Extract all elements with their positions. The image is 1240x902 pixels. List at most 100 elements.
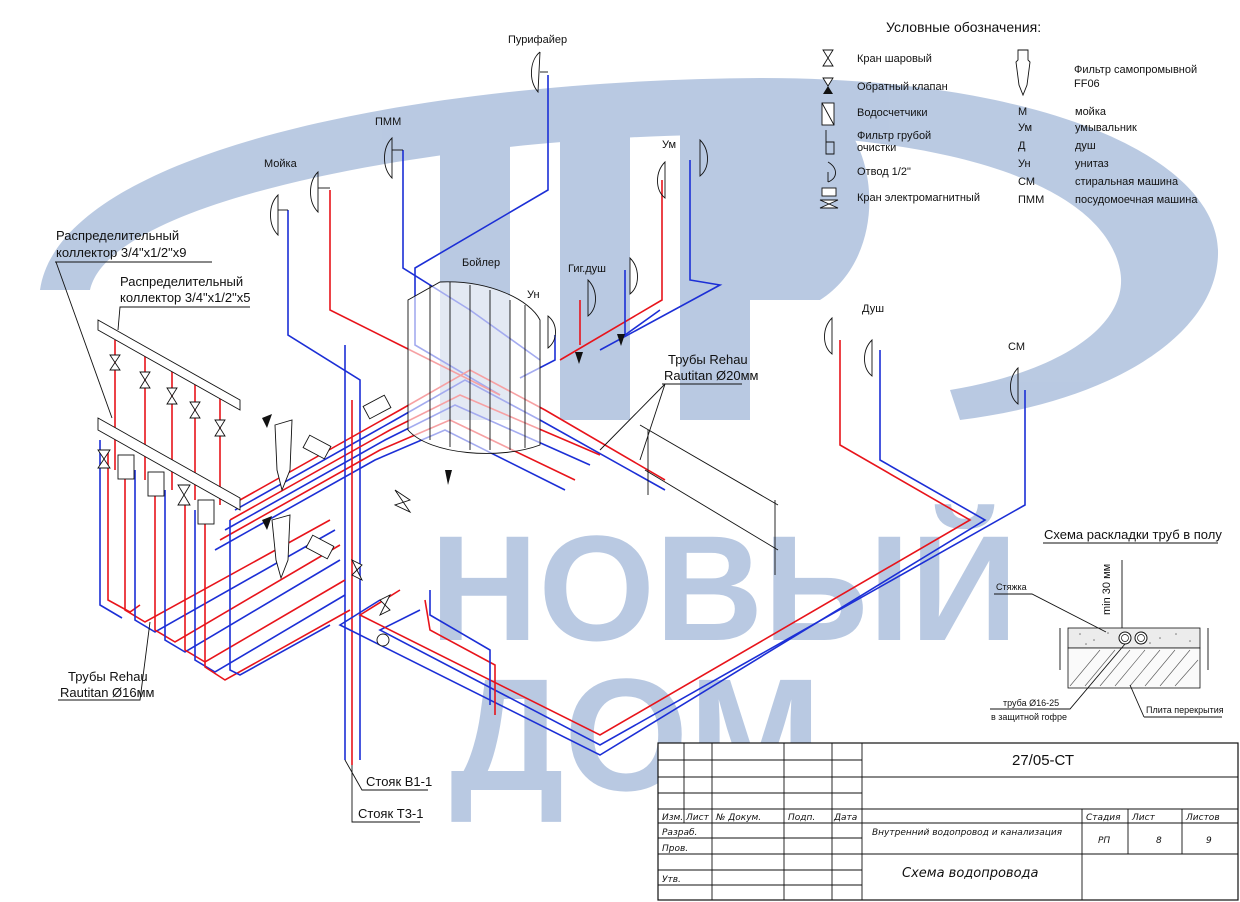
svg-text:Отвод 1/2": Отвод 1/2" xyxy=(857,166,911,178)
riser-cold-label: Стояк В1-1 xyxy=(366,774,432,789)
shower-label: Душ xyxy=(862,303,884,315)
check-valve-5-icon xyxy=(617,334,625,346)
pipes16-label-1: Трубы Rehau xyxy=(68,669,148,684)
stamp-stage: РП xyxy=(1098,836,1110,846)
cold-pipe-hygienic-shower xyxy=(624,270,661,337)
filter-1-icon xyxy=(274,419,293,492)
cold-pipe-sink xyxy=(287,210,361,760)
hygienic-shower-label: Гиг.душ xyxy=(568,263,606,275)
collector5-label-1: Распределительный xyxy=(120,274,243,289)
abbr-code-5: ПММ xyxy=(1018,194,1044,206)
collector9-label-1: Распределительный xyxy=(56,228,179,243)
legend-row-ball-valve: Кран шаровый xyxy=(822,49,932,67)
cold-main-3 xyxy=(214,429,566,551)
abbr-meaning-0: мойка xyxy=(1075,106,1107,118)
toilet-outlet-icon: Ун xyxy=(527,289,556,349)
outlet-icon xyxy=(827,161,836,183)
shower-outlet-icon: Душ xyxy=(824,303,884,377)
abbr-meaning-5: посудомоечная машина xyxy=(1075,194,1198,206)
watermark-bar-2 xyxy=(560,90,630,420)
legend-row-self-clean-filter: Фильтр самопромывной FF06 xyxy=(1015,49,1197,97)
cold-pipe-tail xyxy=(429,590,491,705)
dishwasher-label: ПММ xyxy=(375,116,401,128)
pipes16-label-2: Rautitan Ø16мм xyxy=(60,685,155,700)
check-valve-icon xyxy=(822,77,834,87)
collector-fan xyxy=(99,440,351,681)
cold-pipe-shower xyxy=(338,350,987,756)
screed-layer xyxy=(1067,627,1201,649)
svg-text:Лист: Лист xyxy=(685,813,710,823)
pipes20-label-1: Трубы Rehau xyxy=(668,352,748,367)
collector-9 xyxy=(97,319,241,437)
fixtures: Пурифайер ПММ Мойка Ум Гиг.душ Ун xyxy=(264,34,1025,405)
collector5-label-2: коллектор 3/4"х1/2"х5 xyxy=(120,290,251,305)
abbr-code-1: Ум xyxy=(1018,122,1032,134)
svg-text:Кран электромагнитный: Кран электромагнитный xyxy=(857,192,980,204)
abbr-meaning-2: душ xyxy=(1075,140,1096,152)
legend-row-solenoid-valve: Кран электромагнитный xyxy=(819,187,980,209)
coarse-filter-icon xyxy=(825,130,835,155)
slab-label: Плита перекрытия xyxy=(1146,705,1224,715)
collector5-valves xyxy=(97,449,215,525)
solenoid-valve-icon xyxy=(821,187,837,197)
screed-label: Стяжка xyxy=(996,582,1027,592)
legend-title: Условные обозначения: xyxy=(886,19,1041,35)
ball-valve-c-icon xyxy=(393,489,412,514)
svg-text:Утв.: Утв. xyxy=(662,875,681,885)
check-valve-3-icon xyxy=(445,470,452,485)
stamp-sheets: 9 xyxy=(1206,836,1212,846)
svg-text:Кран шаровый: Кран шаровый xyxy=(857,53,932,65)
purifier-outlet-icon: Пурифайер xyxy=(508,34,567,94)
check-valve-4-icon xyxy=(575,352,583,364)
svg-text:Дата: Дата xyxy=(833,813,857,823)
abbr-code-4: СМ xyxy=(1018,176,1035,188)
washbasin-outlet-icon: Ум xyxy=(657,138,708,199)
meter-1-icon xyxy=(302,434,332,460)
check-valve-2-icon xyxy=(262,516,272,530)
svg-text:FF06: FF06 xyxy=(1074,78,1100,90)
stamp-object-title: Внутренний водопровод и канализация xyxy=(872,828,1063,838)
solenoid-valve-icon xyxy=(376,633,390,647)
boiler: Бойлер xyxy=(407,257,541,454)
hygienic-shower-outlet-icon: Гиг.душ xyxy=(568,256,638,317)
svg-text:Листов: Листов xyxy=(1185,813,1220,823)
title-block: 27/05-СТ Изм. Лист № Докум. Подп. Дата Р… xyxy=(657,742,1239,901)
legend-abbreviations: М мойка Ум умывальник Д душ Ун унитаз СМ… xyxy=(1018,106,1198,206)
collector9-valves xyxy=(109,354,226,437)
hot-pipe-washbasin xyxy=(559,180,663,361)
ball-valve-b-icon xyxy=(378,593,392,617)
legend-row-check-valve: Обратный клапан xyxy=(822,77,948,94)
self-clean-filter-icon xyxy=(1015,49,1031,97)
floor-scheme-title: Схема раскладки труб в полу xyxy=(1044,527,1222,542)
legend: Условные обозначения: Кран шаровый Обрат… xyxy=(819,19,1198,209)
slab-layer xyxy=(1067,647,1201,689)
stamp-sheet: 8 xyxy=(1156,836,1162,846)
stamp-drawing-title: Схема водопровода xyxy=(902,866,1039,881)
dishwasher-outlet-icon: ПММ xyxy=(375,116,403,180)
washbasin-label: Ум xyxy=(662,139,676,151)
collector9-label-2: коллектор 3/4"х1/2"х9 xyxy=(56,245,187,260)
boiler-label: Бойлер xyxy=(462,257,500,269)
svg-text:очистки: очистки xyxy=(857,142,896,154)
svg-text:Лист: Лист xyxy=(1131,813,1156,823)
abbr-code-0: М xyxy=(1018,106,1027,118)
washing-machine-label: СМ xyxy=(1008,341,1025,353)
watermark-word-1: НОВЫЙ xyxy=(430,503,1018,672)
svg-text:Обратный клапан: Обратный клапан xyxy=(857,81,948,93)
collector-5 xyxy=(97,417,241,525)
filter-2-icon xyxy=(271,514,291,580)
meter-3-icon xyxy=(362,394,392,420)
min-thickness-label: min 30 мм xyxy=(1101,564,1113,615)
floor-scheme: Схема раскладки труб в полу min 30 мм Ст… xyxy=(990,527,1224,722)
sink-outlet-icon: Мойка xyxy=(264,158,330,237)
legend-row-water-meter: Водосчетчики xyxy=(821,102,927,126)
watermark-swoosh xyxy=(40,78,1219,420)
washing-machine-outlet-icon: СМ xyxy=(1008,341,1025,405)
abbr-meaning-1: умывальник xyxy=(1075,122,1137,134)
watermark-bar-3 xyxy=(680,90,870,420)
svg-text:Фильтр самопромывной: Фильтр самопромывной xyxy=(1074,64,1197,76)
toilet-label: Ун xyxy=(527,289,540,301)
abbr-meaning-4: стиральная машина xyxy=(1075,176,1179,188)
abbr-code-2: Д xyxy=(1018,140,1026,152)
